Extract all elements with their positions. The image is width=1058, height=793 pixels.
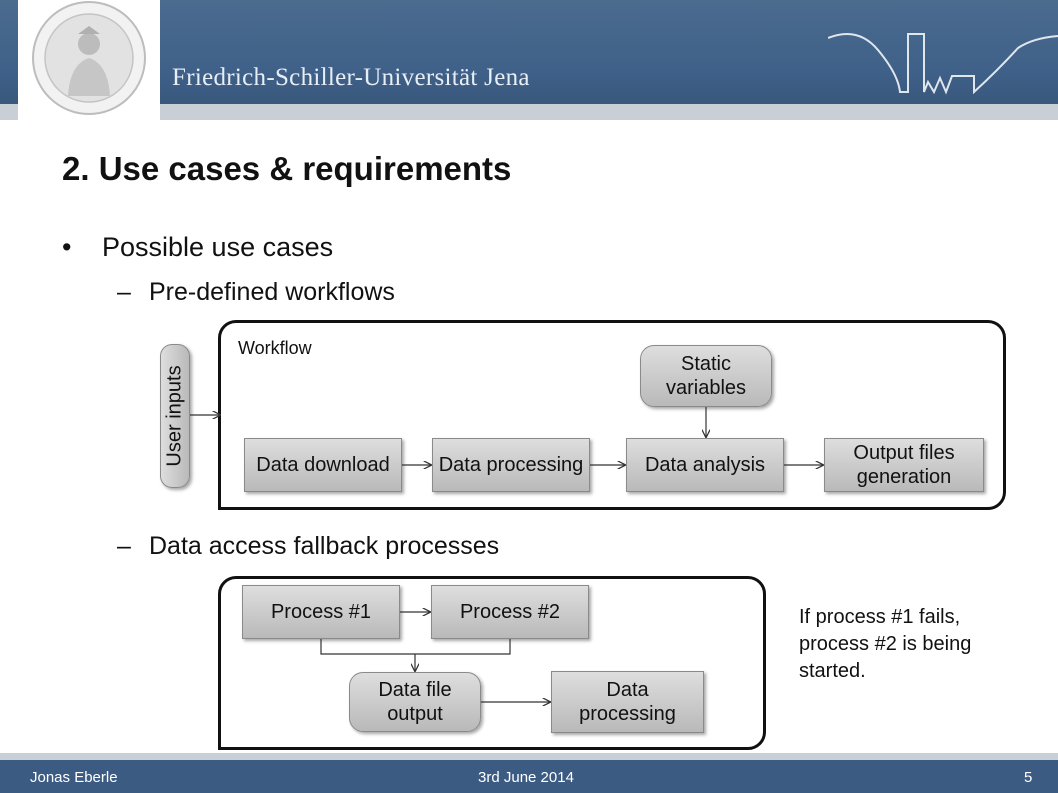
footer-page-number: 5 — [1024, 769, 1033, 786]
bullet-use-cases: •Possible use cases — [62, 232, 334, 262]
data-processing-box: Data processing — [432, 438, 590, 492]
university-seal-logo — [18, 0, 160, 120]
jena-skyline-icon — [828, 33, 1058, 95]
header-stripe — [0, 104, 1058, 120]
user-inputs-label: User inputs — [163, 365, 186, 467]
university-name: Friedrich-Schiller-Universität Jena — [172, 64, 530, 91]
workflow-label: Workflow — [238, 338, 312, 358]
bullet-text: Possible use cases — [102, 232, 334, 262]
sub-bullet-fallback: –Data access fallback processes — [117, 532, 500, 560]
footer-bar: Jonas Eberle 3rd June 2014 5 — [0, 760, 1058, 793]
static-variables-box: Static variables — [640, 345, 772, 407]
process-1-box: Process #1 — [242, 585, 400, 639]
footer-stripe — [0, 753, 1058, 760]
data-analysis-box: Data analysis — [626, 438, 784, 492]
data-download-box: Data download — [244, 438, 402, 492]
sub-bullet-text: Data access fallback processes — [149, 532, 500, 560]
header-bar: Friedrich-Schiller-Universität Jena — [0, 0, 1058, 120]
footer-author: Jonas Eberle — [30, 769, 118, 786]
slide-title: 2. Use cases & requirements — [62, 150, 512, 187]
output-files-box: Output files generation — [824, 438, 984, 492]
fallback-data-processing-box: Data processing — [551, 671, 704, 733]
data-file-output-box: Data file output — [349, 672, 481, 732]
process-2-box: Process #2 — [431, 585, 589, 639]
user-inputs-box: User inputs — [160, 344, 190, 488]
footer-date: 3rd June 2014 — [478, 769, 574, 786]
sub-bullet-predefined: –Pre-defined workflows — [117, 278, 395, 306]
sub-bullet-text: Pre-defined workflows — [149, 278, 395, 306]
fallback-note: If process #1 fails, process #2 is being… — [799, 606, 972, 682]
